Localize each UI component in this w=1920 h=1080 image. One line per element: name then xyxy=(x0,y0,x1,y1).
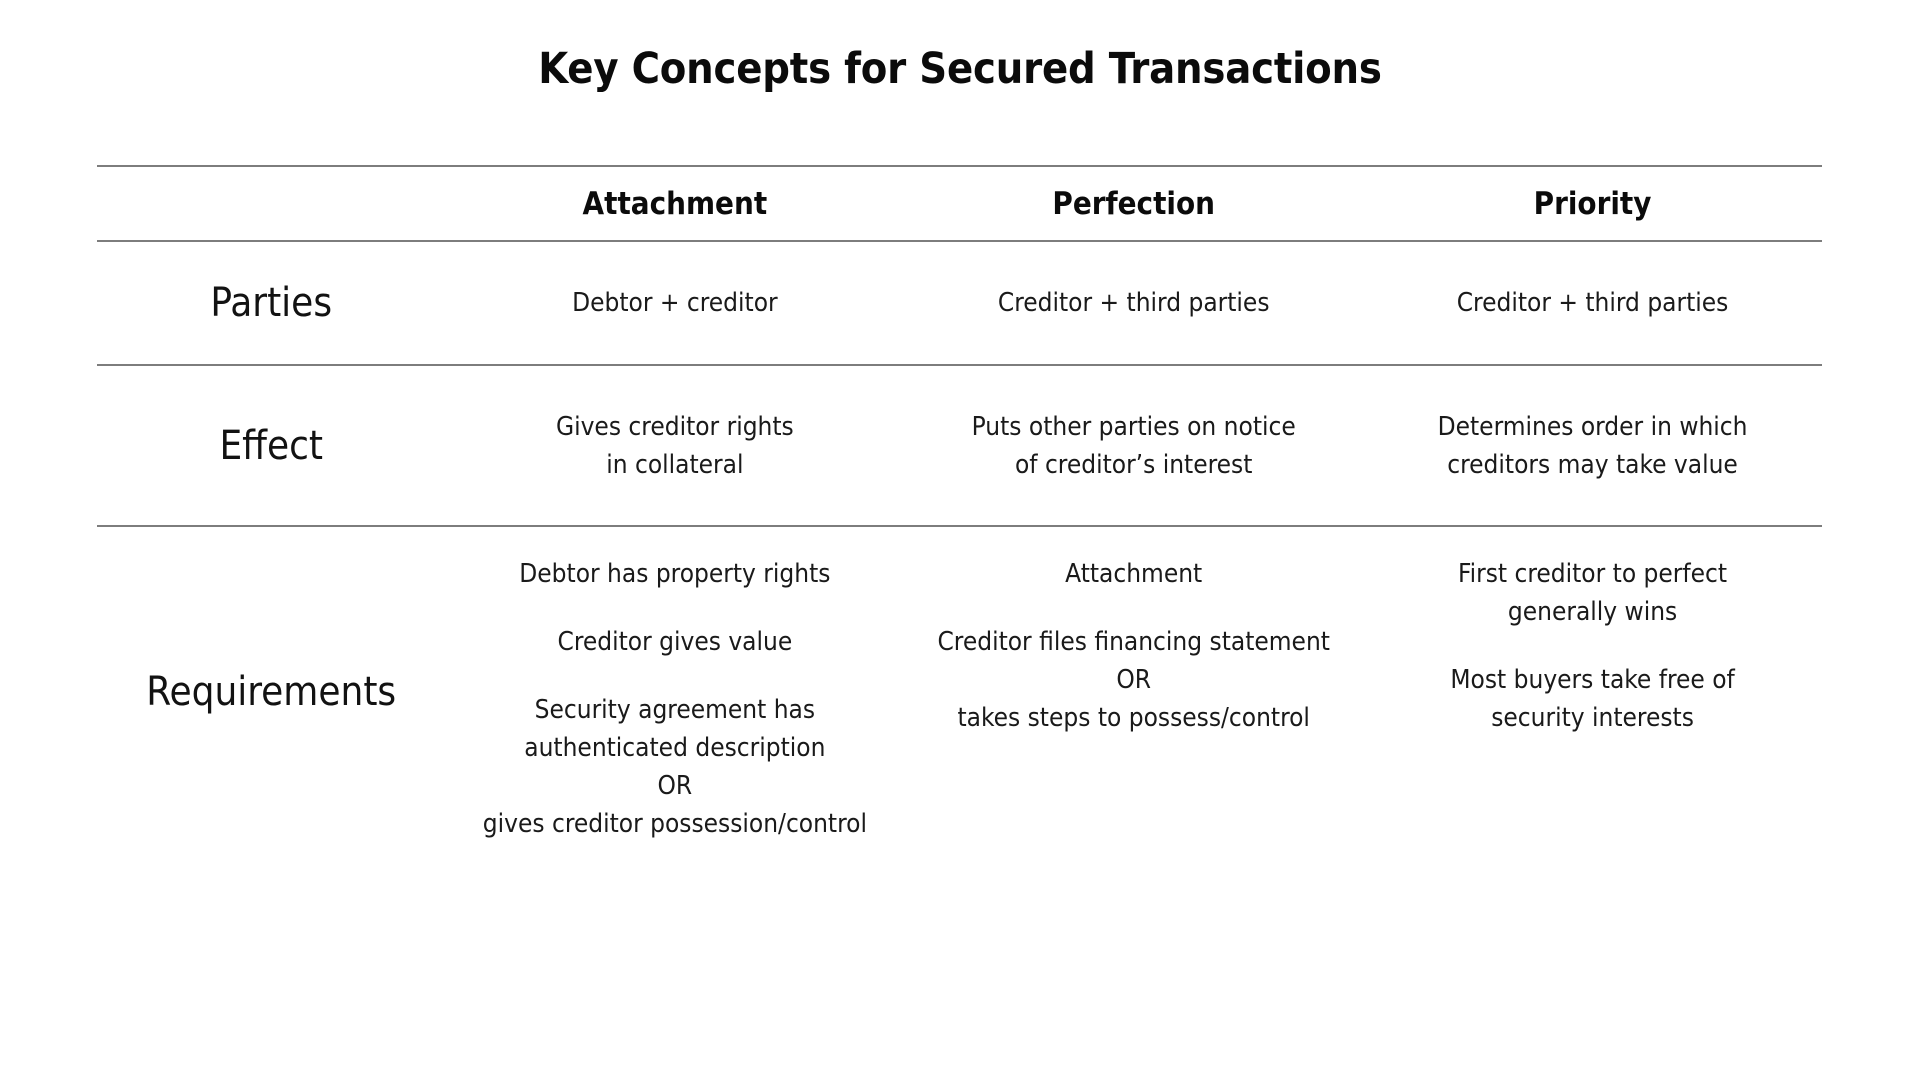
requirements-attachment-stack: Debtor has property rights Creditor give… xyxy=(451,555,898,843)
requirements-priority-stack: First creditor to perfect generally wins… xyxy=(1369,555,1816,737)
header-cell-perfection: Perfection xyxy=(904,167,1363,240)
table-rule-top xyxy=(97,165,1822,167)
cell-effect-priority: Determines order in which creditors may … xyxy=(1363,366,1822,525)
cell-requirements-attachment: Debtor has property rights Creditor give… xyxy=(445,527,904,857)
table-rule-under-parties xyxy=(97,364,1822,366)
row-label-cell-effect: Effect xyxy=(97,366,445,525)
cell-parties-perfection: Creditor + third parties xyxy=(904,242,1363,364)
cell-requirements-perfection: Attachment Creditor files financing stat… xyxy=(904,527,1363,857)
cell-text-requirements-perfection-2: Creditor files financing statement OR ta… xyxy=(937,627,1330,733)
cell-parties-priority: Creditor + third parties xyxy=(1363,242,1822,364)
cell-text-parties-attachment: Debtor + creditor xyxy=(572,288,778,318)
row-label-parties: Parties xyxy=(210,280,333,326)
cell-effect-perfection: Puts other parties on notice of creditor… xyxy=(904,366,1363,525)
cell-text-effect-priority: Determines order in which creditors may … xyxy=(1437,411,1748,480)
cell-text-effect-perfection: Puts other parties on notice of creditor… xyxy=(971,411,1296,480)
header-cell-blank xyxy=(97,167,445,240)
cell-text-requirements-priority-1: First creditor to perfect generally wins xyxy=(1458,559,1728,627)
cell-requirements-priority: First creditor to perfect generally wins… xyxy=(1363,527,1822,857)
key-concepts-table: Attachment Perfection Priority Parties D… xyxy=(97,165,1822,857)
table-row-parties: Parties Debtor + creditor Creditor + thi… xyxy=(97,242,1822,364)
cell-text-parties-priority: Creditor + third parties xyxy=(1456,288,1729,318)
table-rule-under-effect xyxy=(97,525,1822,527)
cell-text-effect-attachment: Gives creditor rights in collateral xyxy=(555,411,794,480)
page-title: Key Concepts for Secured Transactions xyxy=(538,44,1382,94)
row-label-requirements: Requirements xyxy=(146,669,397,715)
table-header-row: Attachment Perfection Priority xyxy=(97,167,1822,240)
row-label-cell-requirements: Requirements xyxy=(97,527,445,857)
cell-text-requirements-attachment-1: Debtor has property rights xyxy=(519,559,831,589)
cell-text-requirements-perfection-1: Attachment xyxy=(1065,559,1203,589)
cell-text-requirements-priority-2: Most buyers take free of security intere… xyxy=(1450,665,1735,733)
cell-parties-attachment: Debtor + creditor xyxy=(445,242,904,364)
header-label-priority: Priority xyxy=(1533,185,1652,222)
cell-text-parties-perfection: Creditor + third parties xyxy=(997,288,1270,318)
table-row-effect: Effect Gives creditor rights in collater… xyxy=(97,366,1822,525)
header-cell-attachment: Attachment xyxy=(445,167,904,240)
header-cell-priority: Priority xyxy=(1363,167,1822,240)
header-label-perfection: Perfection xyxy=(1052,185,1215,222)
cell-text-requirements-attachment-2: Creditor gives value xyxy=(557,627,793,657)
row-label-effect: Effect xyxy=(219,422,323,469)
table-row-requirements: Requirements Debtor has property rights … xyxy=(97,527,1822,857)
requirements-perfection-stack: Attachment Creditor files financing stat… xyxy=(910,555,1357,737)
table-rule-under-header xyxy=(97,240,1822,242)
header-label-attachment: Attachment xyxy=(582,185,768,222)
row-label-cell-parties: Parties xyxy=(97,242,445,364)
cell-text-requirements-attachment-3: Security agreement has authenticated des… xyxy=(482,695,867,839)
cell-effect-attachment: Gives creditor rights in collateral xyxy=(445,366,904,525)
